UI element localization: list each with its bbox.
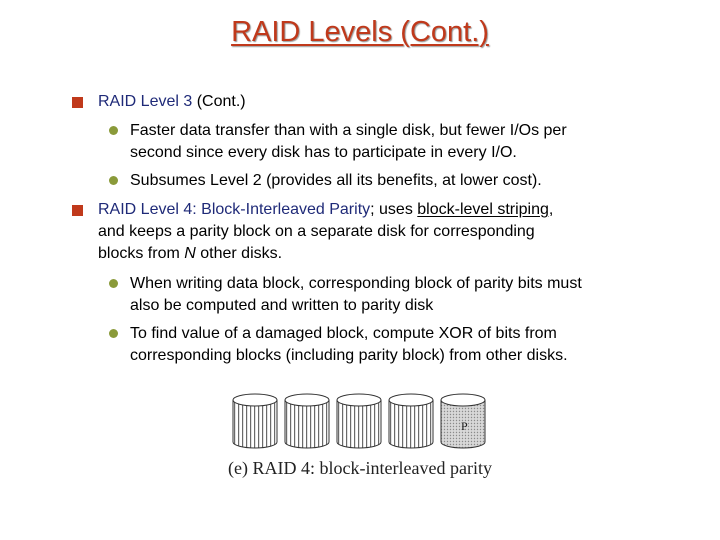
sub-bullet-subsumes: Subsumes Level 2 (provides all its benef… bbox=[130, 170, 670, 192]
raid4-striping-term: block-level striping bbox=[417, 201, 549, 218]
sub-bullet-line: second since every disk has to participa… bbox=[130, 144, 517, 161]
raid4-line: and keeps a parity block on a separate d… bbox=[98, 223, 535, 240]
raid4-label: RAID Level 4: bbox=[98, 201, 197, 218]
square-bullet-icon bbox=[72, 205, 83, 216]
raid4-uses: ; uses bbox=[370, 201, 418, 218]
round-bullet-icon bbox=[109, 176, 118, 185]
bullet-raid4: RAID Level 4: Block-Interleaved Parity; … bbox=[98, 199, 658, 265]
raid4-disk-figure: P bbox=[232, 393, 486, 449]
sub-bullet-line: To find value of a damaged block, comput… bbox=[130, 325, 557, 342]
raid4-line3-pre: blocks from bbox=[98, 245, 185, 262]
figure-caption: (e) RAID 4: block-interleaved parity bbox=[228, 458, 492, 478]
raid4-line3-post: other disks. bbox=[195, 245, 283, 262]
raid4-comma: , bbox=[548, 201, 554, 218]
raid3-rest: (Cont.) bbox=[192, 93, 246, 110]
sub-bullet-line: When writing data block, corresponding b… bbox=[130, 275, 582, 292]
data-disk-icon bbox=[336, 393, 382, 449]
data-disk-icon bbox=[232, 393, 278, 449]
sub-bullet-line: also be computed and written to parity d… bbox=[130, 297, 434, 314]
sub-bullet-line: Faster data transfer than with a single … bbox=[130, 122, 567, 139]
round-bullet-icon bbox=[109, 126, 118, 135]
raid3-label: RAID Level 3 bbox=[98, 93, 193, 110]
parity-disk-label: P bbox=[461, 419, 468, 433]
round-bullet-icon bbox=[109, 279, 118, 288]
data-disk-icon bbox=[284, 393, 330, 449]
sub-bullet-line: Subsumes Level 2 (provides all its benef… bbox=[130, 172, 542, 189]
raid4-parity-name: Block-Interleaved Parity bbox=[201, 201, 371, 218]
sub-bullet-faster-transfer: Faster data transfer than with a single … bbox=[130, 120, 670, 164]
page-title: RAID Levels (Cont.) bbox=[231, 16, 489, 48]
raid4-n: N bbox=[184, 245, 196, 262]
sub-bullet-writing: When writing data block, corresponding b… bbox=[130, 273, 670, 317]
sub-bullet-xor: To find value of a damaged block, comput… bbox=[130, 323, 670, 367]
square-bullet-icon bbox=[72, 97, 83, 108]
parity-disk-icon: P bbox=[440, 393, 486, 449]
data-disk-icon bbox=[388, 393, 434, 449]
sub-bullet-line: corresponding blocks (including parity b… bbox=[130, 347, 568, 364]
round-bullet-icon bbox=[109, 329, 118, 338]
bullet-raid3: RAID Level 3 (Cont.) bbox=[98, 91, 658, 113]
